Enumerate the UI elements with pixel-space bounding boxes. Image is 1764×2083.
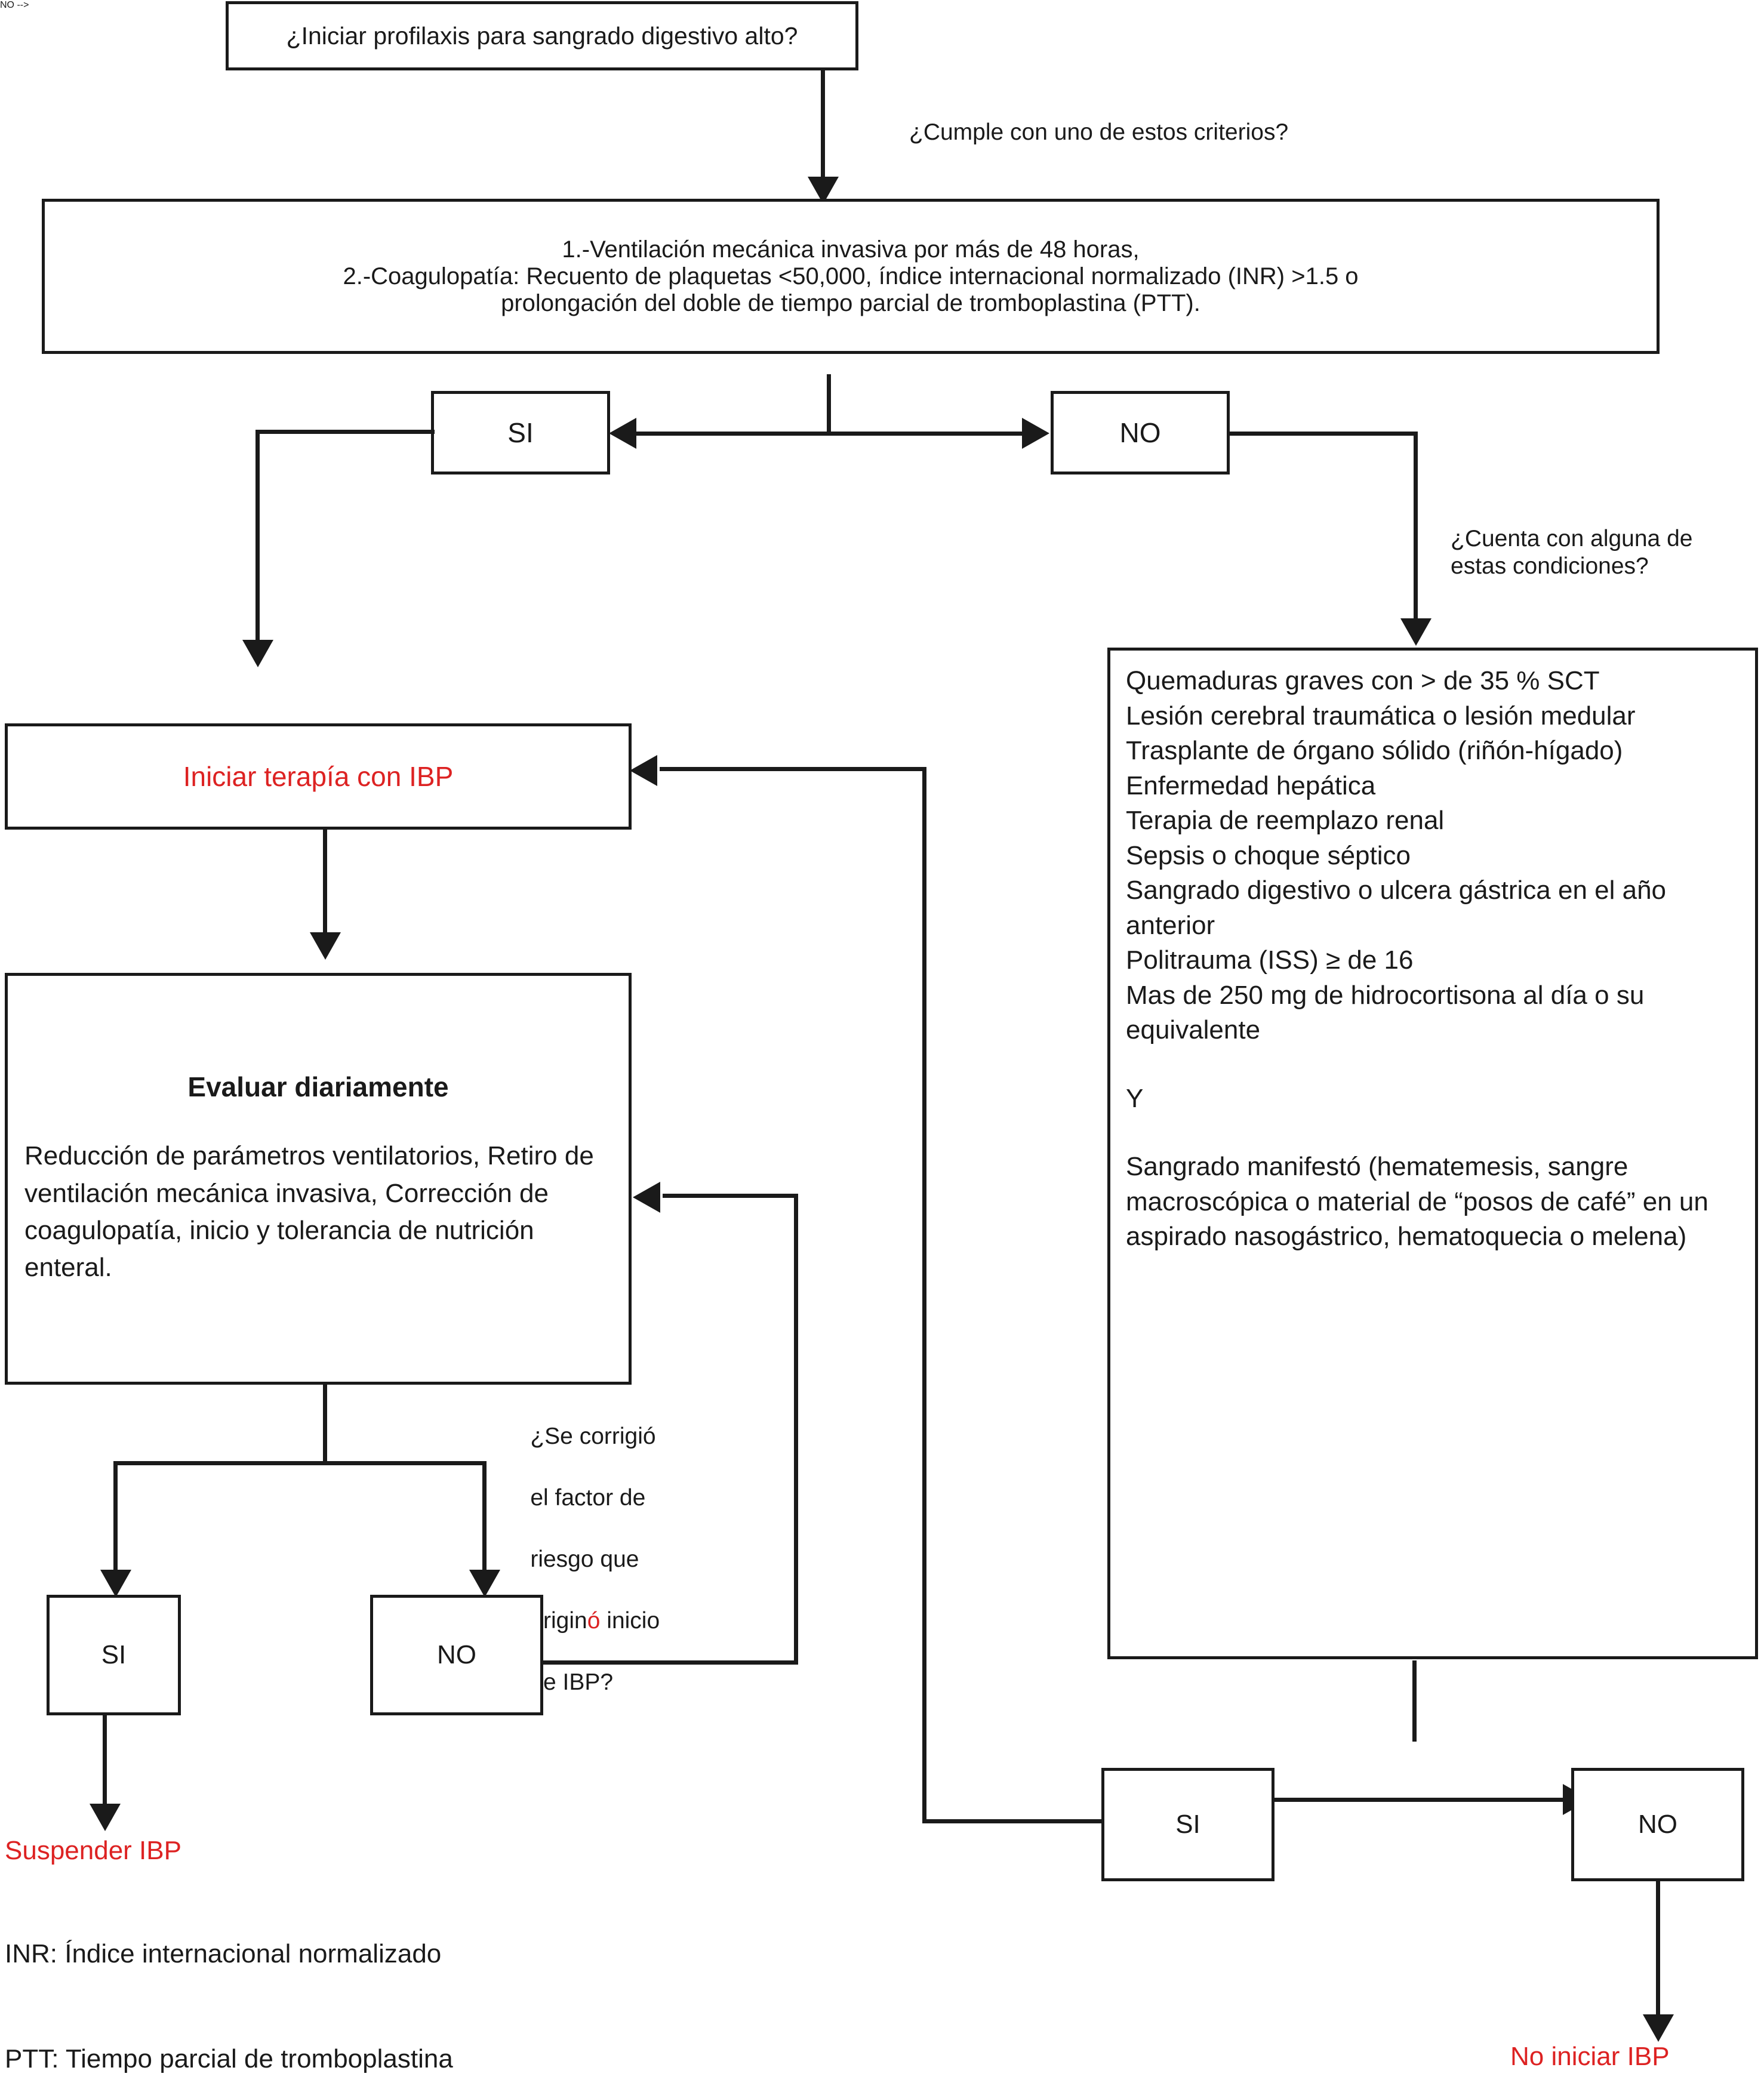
edge-label-conditions-question: ¿Cuenta con alguna de estas condiciones? (1451, 526, 1693, 580)
arrowhead-criteria-to-no (1022, 418, 1049, 449)
node-decision-no-criteria: NO (1051, 391, 1230, 474)
conditions-item: Politrauma (ISS) ≥ de 16 (1126, 945, 1414, 975)
node-decision-yes-risk-label: SI (101, 1640, 127, 1669)
connector-no-criteria-right (1227, 432, 1418, 436)
arrowhead-start-ppi-to-evaluate (310, 932, 341, 960)
node-criteria-line-3: prolongación del doble de tiempo parcial… (501, 289, 1200, 316)
arrowhead-evaluate-to-no (469, 1570, 500, 1597)
risk-q-line-4-accent: ó (587, 1608, 601, 1634)
node-start-ppi: Iniciar terapía con IBP (5, 723, 632, 830)
node-evaluate-daily-body: Reducción de parámetros ventilatorios, R… (24, 1141, 594, 1283)
node-decision-no-risk: NO (370, 1595, 543, 1715)
legend-item: PTT: Tiempo parcial de tromboplastina (5, 2044, 453, 2073)
conditions-item: Sepsis o choque séptico (1126, 840, 1411, 870)
arrowhead-criteria-to-yes (609, 418, 636, 449)
connector-evaluate-down (323, 1385, 327, 1462)
arrowhead-no-risk-to-evaluate (633, 1182, 660, 1213)
node-decision-no-criteria-label: NO (1119, 417, 1161, 448)
node-decision-no-conditions-label: NO (1638, 1810, 1677, 1839)
legend-abbreviations: INR: Índice internacional normalizado PT… (5, 1867, 487, 2083)
connector-no-risk-right (540, 1660, 798, 1665)
node-conditions: Quemaduras graves con > de 35 % SCT Lesi… (1107, 648, 1758, 1659)
node-decision-yes-criteria: SI (431, 391, 610, 474)
node-stop-ppi-label: Suspender IBP (5, 1836, 181, 1865)
node-decision-yes-conditions: SI (1101, 1768, 1274, 1881)
connector-conditions-decision-bar (1248, 1798, 1567, 1802)
conditions-item: Trasplante de órgano sólido (riñón-hígad… (1126, 736, 1623, 766)
node-evaluate-daily-heading: Evaluar diariamente (187, 1071, 449, 1103)
connector-criteria-decision-bar (633, 432, 1027, 436)
node-title-question-label: ¿Iniciar profilaxis para sangrado digest… (286, 21, 798, 50)
conditions-conjunction: Y (1126, 1083, 1144, 1113)
arrowhead-yes-criteria-to-start-ppi (242, 640, 273, 667)
node-decision-yes-risk: SI (47, 1595, 181, 1715)
connector-yes-criteria-down (255, 430, 260, 648)
connector-yes-conditions-left (922, 1819, 1104, 1823)
risk-q-line-2: el factor de (530, 1485, 646, 1511)
node-start-ppi-label: Iniciar terapía con IBP (183, 761, 454, 792)
connector-evaluate-to-yes (113, 1461, 118, 1577)
connector-yes-conditions-up (922, 767, 926, 1822)
connector-no-conditions-down (1656, 1881, 1660, 2022)
connector-yes-criteria-left (255, 430, 435, 434)
connector-evaluate-to-no (482, 1461, 487, 1577)
conditions-item: Terapia de reemplazo renal (1126, 806, 1445, 836)
risk-q-line-4-c: inicio (600, 1608, 660, 1634)
connector-no-risk-up (794, 1194, 798, 1665)
arrowhead-evaluate-to-yes (100, 1570, 131, 1597)
risk-q-line-1: ¿Se corrigió (530, 1423, 656, 1450)
node-decision-yes-criteria-label: SI (507, 417, 534, 448)
node-criteria-line-2: 2.-Coagulopatía: Recuento de plaquetas <… (343, 263, 1359, 289)
arrowhead-yes-risk-to-stop-ppi (90, 1804, 121, 1831)
conditions-item: Lesión cerebral traumática o lesión medu… (1126, 701, 1636, 731)
connector-title-to-criteria (821, 70, 825, 186)
node-title-question: ¿Iniciar profilaxis para sangrado digest… (226, 1, 858, 70)
node-criteria: 1.-Ventilación mecánica invasiva por más… (42, 199, 1660, 354)
edge-label-criteria-question: ¿Cumple con uno de estos criterios? (909, 119, 1289, 145)
node-decision-no-conditions: NO (1571, 1768, 1744, 1881)
conditions-item: Mas de 250 mg de hidrocortisona al día o… (1126, 980, 1645, 1045)
node-conditions-list: Quemaduras graves con > de 35 % SCT Lesi… (1126, 664, 1740, 1255)
arrowhead-yes-conditions-to-start-ppi (630, 755, 657, 786)
connector-yes-risk-down (103, 1715, 107, 1811)
connector-evaluate-split-bar (113, 1461, 487, 1465)
connector-no-criteria-down (1414, 432, 1418, 625)
connector-no-risk-back-to-evaluate (663, 1194, 798, 1198)
node-do-not-start-ppi-label: No iniciar IBP (1510, 2042, 1670, 2071)
conditions-item: Quemaduras graves con > de 35 % SCT (1126, 666, 1600, 695)
node-criteria-line-1: 1.-Ventilación mecánica invasiva por más… (562, 236, 1140, 263)
conditions-item: Enfermedad hepática (1126, 771, 1376, 800)
connector-start-ppi-to-evaluate (323, 830, 327, 940)
node-evaluate-daily: Evaluar diariamente Reducción de parámet… (5, 973, 632, 1385)
arrowhead-no-conditions-to-no-ppi (1643, 2014, 1674, 2042)
risk-q-line-3: riesgo que (530, 1546, 639, 1573)
connector-yes-conditions-back-to-start-ppi (660, 767, 926, 771)
connector-criteria-stub (827, 374, 831, 434)
connector-conditions-stub (1412, 1660, 1417, 1742)
arrowhead-no-criteria-to-conditions (1400, 618, 1431, 646)
conditions-trailing-item: Sangrado manifestó (hematemesis, sangre … (1126, 1152, 1708, 1252)
conditions-item: Sangrado digestivo o ulcera gástrica en … (1126, 876, 1667, 940)
node-decision-yes-conditions-label: SI (1175, 1810, 1200, 1839)
node-decision-no-risk-label: NO (437, 1640, 476, 1669)
legend-item: INR: Índice internacional normalizado (5, 1939, 442, 1969)
